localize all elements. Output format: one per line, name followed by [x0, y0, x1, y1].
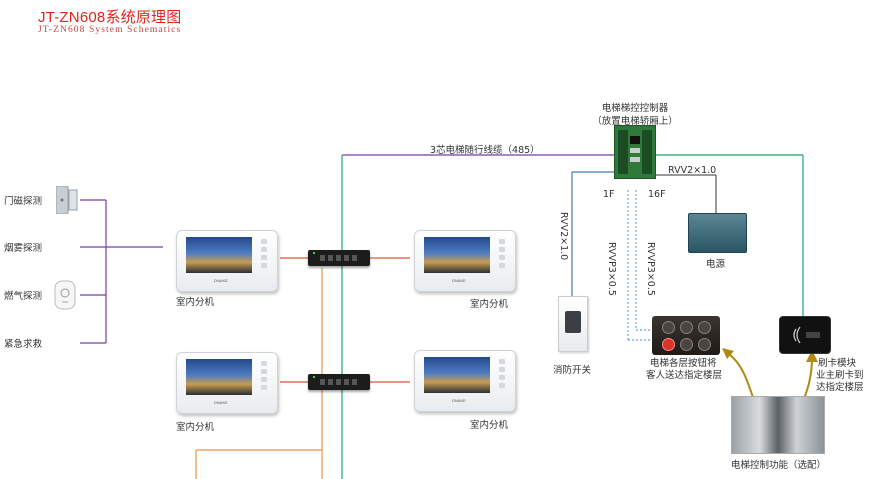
riser-wires: [195, 268, 323, 479]
card-module-label-1: 刷卡模块: [818, 358, 857, 369]
monitor-screen: [424, 237, 490, 273]
button-panel-label-1: 电梯各层按钮将: [650, 358, 717, 369]
monitor-brand: DNAKE: [214, 278, 228, 283]
network-switch-1: [308, 250, 370, 266]
monitor-screen: [186, 359, 252, 395]
card-module-label-3: 达指定楼层: [816, 382, 864, 393]
fire-switch-wire: [571, 171, 614, 296]
rvvp-cable-label-1: RVVP3×0.5: [606, 242, 617, 296]
controller-label-2: （放置电梯轿厢上）: [592, 116, 678, 127]
power-cable-label: RVV2×1.0: [668, 165, 717, 176]
monitor-brand: DNAKE: [214, 400, 228, 405]
button-panel-label-2: 客人送达指定楼层: [646, 370, 723, 381]
cable-485-label: 3芯电梯随行线缆（485）: [430, 145, 540, 156]
elevator-function-label: 电梯控制功能（选配）: [731, 460, 827, 471]
floor-high-label: 16F: [648, 189, 666, 200]
indoor-monitor-3-label: 室内分机: [176, 422, 215, 433]
fire-cable-label: RVV2×1.0: [558, 212, 569, 261]
indoor-monitor-1-label: 室内分机: [176, 297, 215, 308]
elevator-interior-photo: [731, 396, 825, 454]
floor-low-label: 1F: [603, 189, 615, 200]
emergency-label: 紧急求救: [4, 339, 43, 350]
lan-wires: [280, 257, 410, 383]
indoor-monitor-3[interactable]: DNAKE: [176, 352, 278, 414]
diagram-title: JT-ZN608系统原理图: [38, 9, 182, 26]
arrowhead-buttons: [722, 348, 734, 359]
controller-label-1: 电梯梯控控制器: [601, 103, 669, 114]
gas-sensor-label: 燃气探测: [4, 291, 43, 302]
elevator-controller-board: [614, 125, 656, 179]
power-label: 电源: [706, 259, 726, 270]
indoor-monitor-4-label: 室内分机: [470, 420, 509, 431]
fire-switch-label: 消防开关: [553, 365, 592, 376]
monitor-brand: DNAKE: [452, 278, 466, 283]
sensor-wires: [80, 199, 163, 344]
rvvp-wires: [627, 190, 652, 341]
smoke-sensor-label: 烟雾探测: [4, 243, 43, 254]
arrowhead-card: [806, 350, 818, 362]
diagram-subtitle: JT-ZN608 System Schematics: [38, 25, 182, 35]
rvvp-cable-label-2: RVVP3×0.5: [645, 242, 656, 296]
door-sensor-device: [55, 185, 78, 215]
power-supply-box: [688, 213, 747, 253]
monitor-brand: DNAKE: [452, 398, 466, 403]
indoor-monitor-4[interactable]: DNAKE: [414, 350, 516, 412]
card-module-label-2: 业主刷卡到: [816, 370, 864, 381]
monitor-screen: [186, 237, 252, 273]
indoor-monitor-2-label: 室内分机: [470, 299, 509, 310]
indoor-monitor-1[interactable]: DNAKE: [176, 230, 278, 292]
door-sensor-label: 门磁探测: [4, 196, 43, 207]
elevator-button-panel: [652, 316, 720, 355]
green-wires: [341, 154, 804, 479]
gas-sensor-device: [54, 280, 76, 310]
card-reader-device: [779, 316, 831, 354]
fire-switch-device: [558, 296, 588, 352]
power-wire: [654, 174, 717, 213]
monitor-screen: [424, 357, 490, 393]
indoor-monitor-2[interactable]: DNAKE: [414, 230, 516, 292]
network-switch-2: [308, 374, 370, 390]
